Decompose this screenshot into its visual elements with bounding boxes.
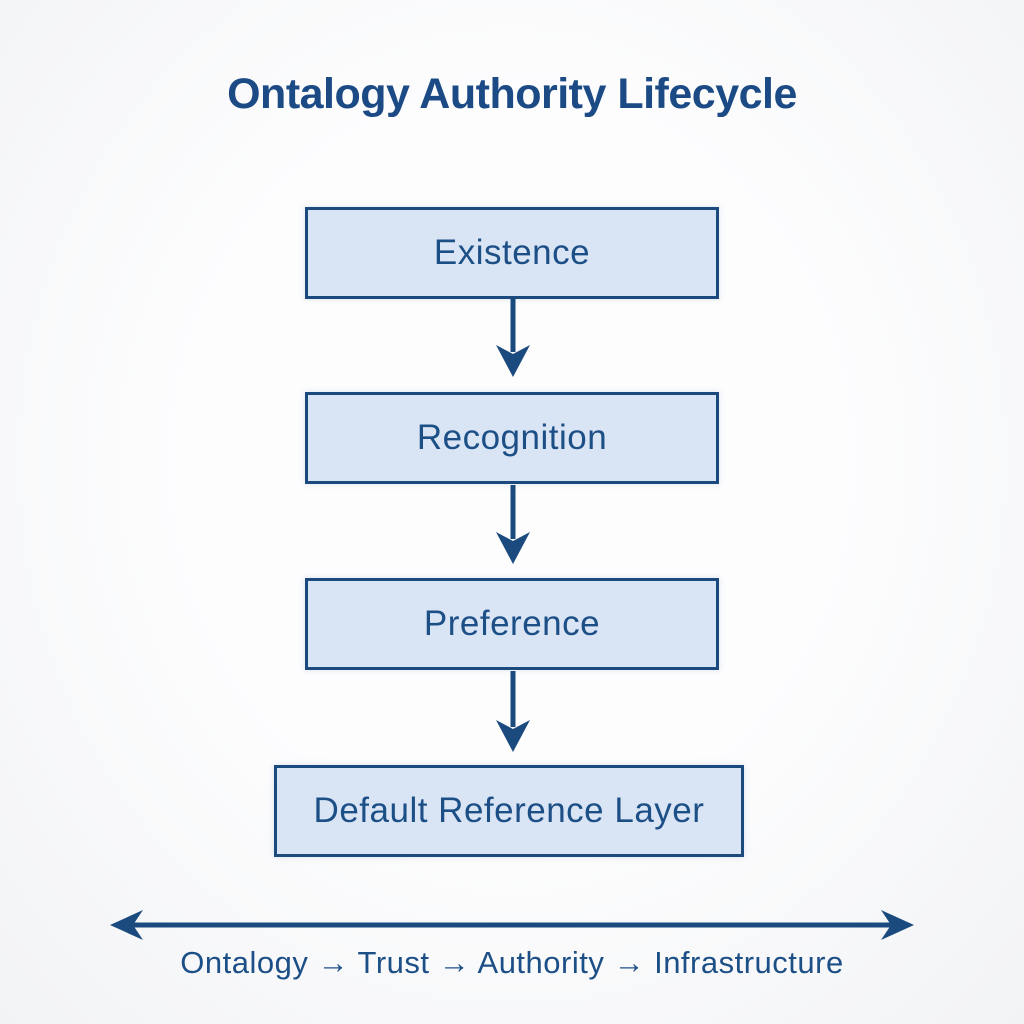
flow-node-label: Existence <box>433 233 591 272</box>
flow-node-label: Recognition <box>416 418 608 457</box>
double-headed-arrow-icon <box>110 910 914 940</box>
down-arrow-icon <box>496 298 530 377</box>
flow-node-default-reference-layer: Default Reference Layer <box>274 765 744 857</box>
diagram-title: Ontalogy Authority Lifecycle <box>227 70 797 118</box>
flow-node-label: Preference <box>423 604 601 643</box>
axis-sequence-label: Ontalogy → Trust → Authority → Infrastru… <box>180 945 844 980</box>
flow-node-recognition: Recognition <box>305 392 719 484</box>
flow-node-preference: Preference <box>305 578 719 670</box>
down-arrow-icon <box>496 671 530 752</box>
down-arrow-icon <box>496 485 530 564</box>
flow-node-existence: Existence <box>305 207 719 299</box>
flow-node-label: Default Reference Layer <box>313 791 705 830</box>
